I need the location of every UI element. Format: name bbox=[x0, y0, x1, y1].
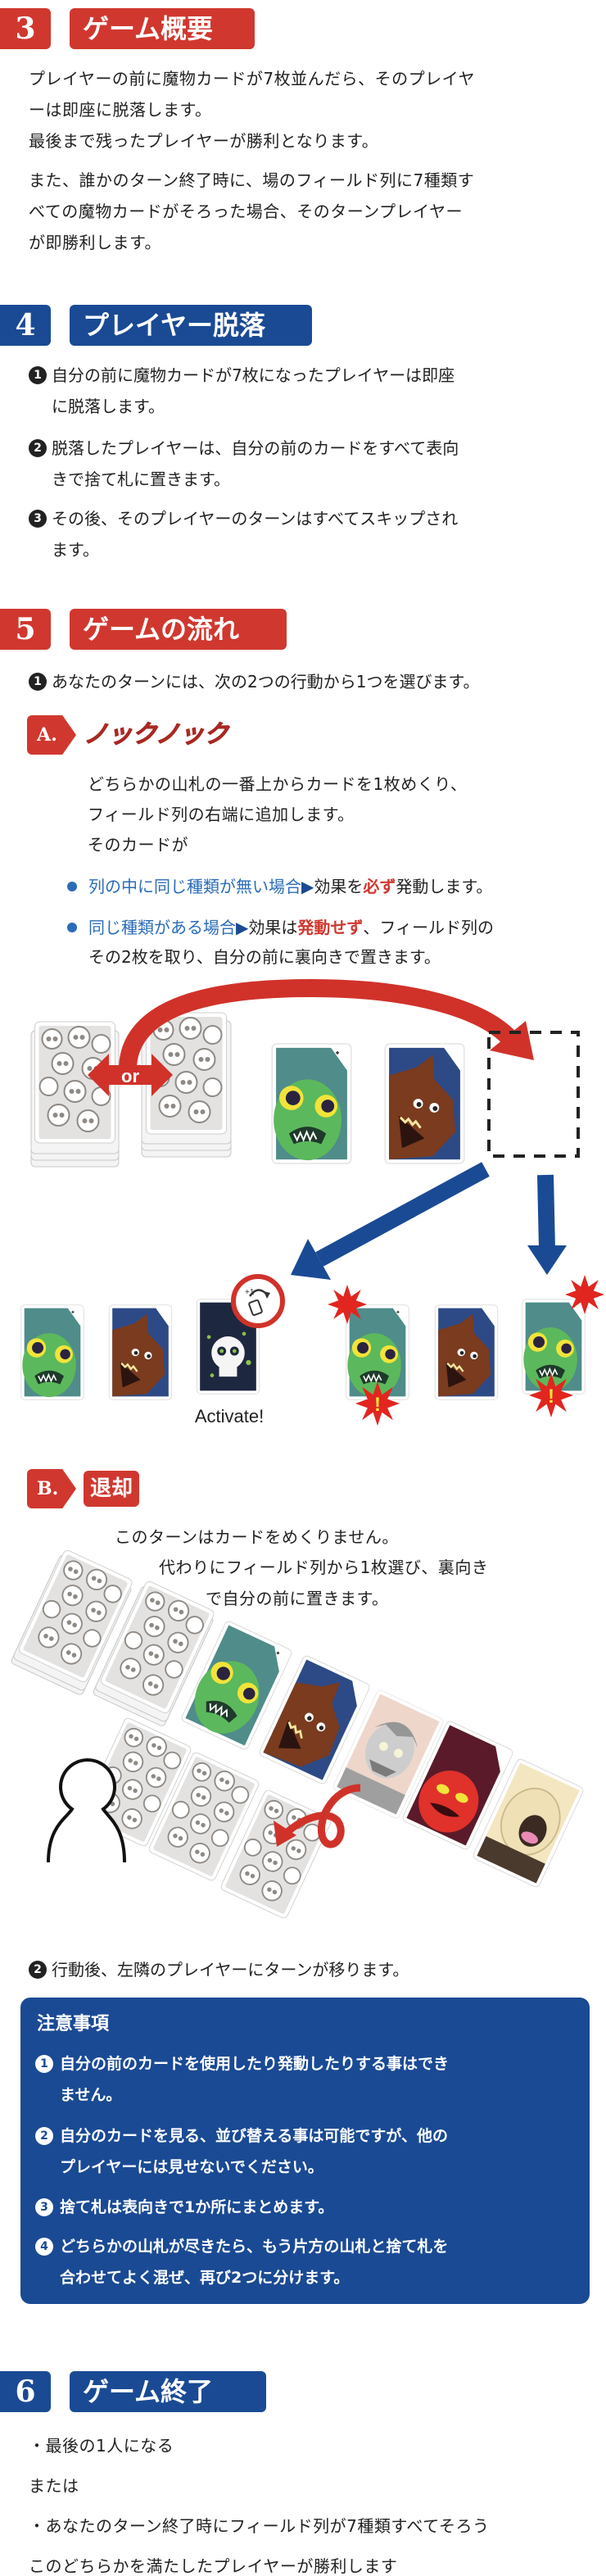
section-title: ゲーム概要 bbox=[70, 8, 255, 49]
red-curved-arrow bbox=[119, 978, 519, 1068]
effect-icon: +1 bbox=[231, 1274, 285, 1328]
player-icon bbox=[47, 1758, 126, 1863]
circled-number: 2 bbox=[29, 1961, 47, 1979]
red-curl-arrow bbox=[274, 1784, 361, 1848]
circled-number: 2 bbox=[35, 2127, 53, 2145]
wolf-monster-card bbox=[434, 1304, 499, 1400]
notes-box: 注意事項 1 自分の前のカードを使用したり発動したりする事はできません。 2 自… bbox=[20, 1998, 590, 2304]
option-b-title: 退却 bbox=[84, 1471, 139, 1507]
option-a-title: ノックノック bbox=[84, 720, 229, 750]
circled-number: 4 bbox=[35, 2238, 53, 2256]
draw-pile-left bbox=[11, 1549, 134, 1695]
draw-pile-right bbox=[141, 1012, 232, 1158]
knock-knock-illustration: or +1 Activate! ! ! bbox=[20, 978, 604, 1426]
circled-number: 3 bbox=[29, 510, 47, 528]
wolf-monster-card bbox=[383, 1043, 466, 1164]
bullet-dot bbox=[67, 882, 77, 891]
notes-title: 注意事項 bbox=[37, 2014, 110, 2034]
wolf-monster-card bbox=[108, 1304, 173, 1400]
circled-number: 1 bbox=[29, 366, 47, 384]
circled-number: 2 bbox=[29, 439, 47, 457]
circled-number: 1 bbox=[29, 673, 47, 691]
plus-one-label: +1 bbox=[245, 1288, 255, 1297]
overview-paragraph-2: また、誰かのターン終了時に、場のフィールド列に7種類すべての魔物カードがそろった… bbox=[29, 170, 475, 252]
option-a-description: どちらかの山札の一番上からカードを1枚めくり、フィールド列の右端に追加します。そ… bbox=[88, 774, 468, 855]
circled-number: 3 bbox=[35, 2198, 53, 2216]
or-label: or bbox=[121, 1066, 139, 1086]
section-title: ゲーム終了 bbox=[70, 2371, 266, 2412]
section-number: 4 bbox=[0, 305, 51, 346]
fish-monster-card bbox=[271, 1043, 352, 1164]
or-double-arrow: or bbox=[88, 1054, 173, 1096]
bullet-match: 同じ種類がある場合▶効果は発動せず、フィールド列の bbox=[67, 912, 494, 943]
option-a-badge: A. bbox=[27, 715, 76, 755]
exclamation-burst-icon: ! bbox=[529, 1373, 573, 1417]
circled-number: 1 bbox=[35, 2055, 53, 2073]
retreat-illustration bbox=[11, 1549, 586, 1921]
section-title: プレイヤー脱落 bbox=[70, 305, 312, 346]
draw-pile-left bbox=[30, 1021, 120, 1168]
section-number: 5 bbox=[0, 609, 51, 650]
exclamation-burst-icon: ! bbox=[355, 1381, 400, 1426]
option-b-badge: B. bbox=[27, 1469, 76, 1508]
empty-card-slot bbox=[487, 1031, 580, 1158]
blue-arrow-down bbox=[527, 1174, 567, 1275]
fish-monster-card bbox=[20, 1304, 85, 1400]
blue-arrow-left bbox=[291, 1162, 490, 1280]
overview-paragraph-1: プレイヤーの前に魔物カードが7枚並んだら、そのプレイヤーは即座に脱落します。最後… bbox=[29, 69, 476, 151]
option-b-line-2: 代わりにフィールド列から1枚選び、裏向き bbox=[159, 1558, 489, 1577]
section-title: ゲームの流れ bbox=[70, 609, 287, 650]
svg-text:!: ! bbox=[548, 1386, 554, 1408]
draw-pile-right bbox=[93, 1579, 216, 1726]
fish-monster-card bbox=[521, 1299, 586, 1395]
red-arrowhead bbox=[490, 1021, 534, 1060]
svg-text:!: ! bbox=[374, 1394, 381, 1416]
option-b-line-1: このターンはカードをめくりません。 bbox=[115, 1527, 399, 1547]
end-conditions: ・最後の1人になるまたは・あなたのターン終了時にフィールド列が7種類すべてそろう… bbox=[29, 2436, 490, 2576]
activate-label: Activate! bbox=[195, 1406, 264, 1426]
section-number: 6 bbox=[0, 2371, 51, 2412]
bullet-dot bbox=[67, 923, 77, 932]
bullet-match-line2: その2枚を取り、自分の前に裏向きで置きます。 bbox=[88, 947, 441, 967]
section-number: 3 bbox=[0, 8, 51, 49]
bullet-no-match: 列の中に同じ種類が無い場合▶効果を必ず発動します。 bbox=[67, 871, 492, 902]
option-b-line-3: で自分の前に置きます。 bbox=[206, 1589, 389, 1608]
